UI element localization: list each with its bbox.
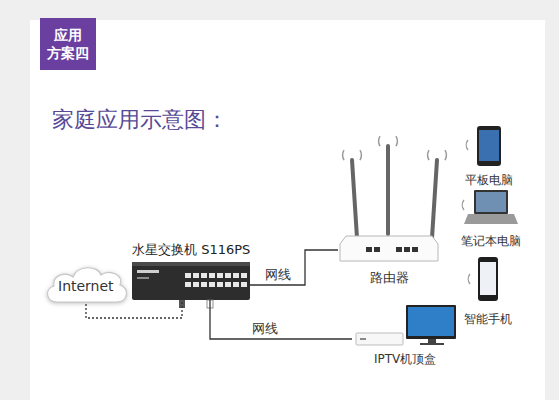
badge-box: 应用 方案四 bbox=[40, 18, 96, 70]
cable-label: 网线 bbox=[250, 321, 280, 337]
cable-line bbox=[250, 250, 338, 285]
cable-line bbox=[210, 300, 352, 339]
internet-cloud: Internet bbox=[43, 262, 129, 304]
iptv-icon bbox=[356, 305, 456, 345]
router-icon bbox=[340, 136, 446, 261]
cloud-outline bbox=[48, 268, 127, 302]
node-label: Internet bbox=[58, 278, 114, 295]
tablet-icon bbox=[466, 126, 501, 166]
phone-node: 智能手机 bbox=[474, 253, 502, 305]
cable-label: 网线 bbox=[263, 267, 293, 283]
node-label: IPTV机顶盒 bbox=[374, 352, 436, 366]
tablet-node: 平板电脑 bbox=[474, 122, 504, 168]
phone-icon bbox=[468, 257, 498, 301]
switch-body bbox=[132, 262, 250, 300]
iptv-node: IPTV机顶盒 bbox=[352, 302, 458, 348]
laptop-node: 笔记本电脑 bbox=[462, 186, 520, 226]
node-label: 笔记本电脑 bbox=[461, 234, 521, 248]
card-ground bbox=[30, 20, 545, 400]
node-label: 智能手机 bbox=[464, 312, 512, 326]
node-label: 水星交换机 S116PS bbox=[132, 242, 250, 258]
router-node: 路由器 bbox=[338, 142, 440, 264]
node-label: 路由器 bbox=[370, 270, 409, 286]
node-label: 应用 方案四 bbox=[46, 26, 90, 62]
cable-line bbox=[86, 300, 182, 318]
diagram-title: 家庭应用示意图： bbox=[52, 105, 228, 135]
switch-node: 水星交换机 S116PS bbox=[132, 262, 250, 300]
laptop-icon bbox=[462, 190, 518, 224]
node-label: 平板电脑 bbox=[465, 173, 513, 187]
